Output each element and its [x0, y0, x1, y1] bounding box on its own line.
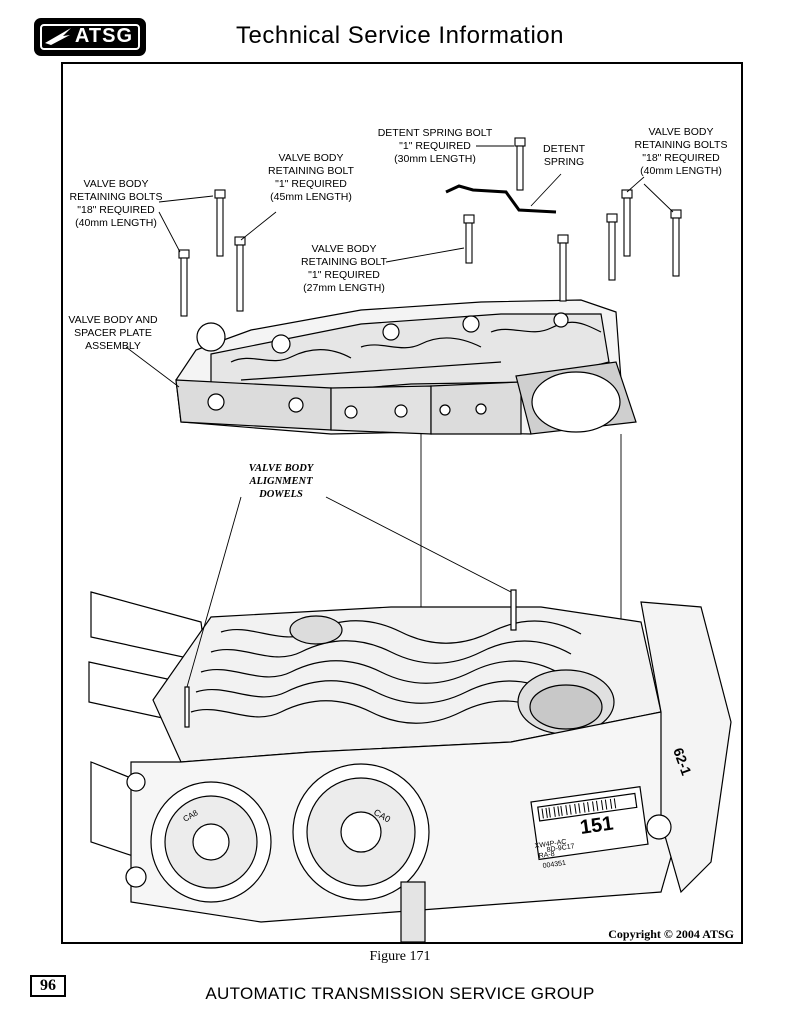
logo-border — [40, 24, 140, 50]
svg-text:VALVE BODY AND: VALVE BODY AND — [68, 314, 158, 326]
detent-spring — [445, 184, 557, 214]
svg-text:"1" REQUIRED: "1" REQUIRED — [308, 269, 380, 281]
bolt-40mm-5 — [621, 189, 633, 257]
svg-text:RETAINING BOLTS: RETAINING BOLTS — [635, 139, 728, 151]
bolt-30mm-detent — [514, 137, 526, 191]
svg-text:"1" REQUIRED: "1" REQUIRED — [399, 140, 471, 152]
page-title: Technical Service Information — [236, 22, 564, 49]
svg-text:XW4P-AC: XW4P-AC — [534, 839, 567, 850]
svg-text:DOWELS: DOWELS — [258, 489, 303, 500]
label-detent-spring: DETENT SPRING — [543, 143, 586, 168]
label-bolt-1-45mm: VALVE BODY RETAINING BOLT "1" REQUIRED (… — [268, 152, 355, 203]
bolt-40mm-6 — [670, 209, 682, 277]
svg-text:(30mm LENGTH): (30mm LENGTH) — [394, 153, 476, 165]
logo-wing-icon — [45, 28, 71, 45]
label-alignment-dowels: VALVE BODY ALIGNMENT DOWELS — [248, 463, 314, 500]
svg-text:(40mm LENGTH): (40mm LENGTH) — [640, 165, 722, 177]
transmission-case — [88, 589, 732, 943]
bolt-40mm-4 — [606, 213, 618, 281]
label-valve-body-spacer: VALVE BODY AND SPACER PLATE ASSEMBLY — [68, 314, 158, 352]
svg-text:"18" REQUIRED: "18" REQUIRED — [642, 152, 720, 164]
svg-text:DETENT SPRING BOLT: DETENT SPRING BOLT — [378, 127, 493, 139]
leader-lines-lower — [186, 496, 512, 688]
svg-text:VALVE BODY: VALVE BODY — [312, 243, 377, 255]
svg-text:(45mm LENGTH): (45mm LENGTH) — [270, 191, 352, 203]
id-tag — [530, 786, 649, 861]
svg-text:151: 151 — [579, 813, 615, 839]
svg-text:VALVE BODY: VALVE BODY — [649, 126, 714, 138]
label-detent-spring-bolt: DETENT SPRING BOLT "1" REQUIRED (30mm LE… — [378, 127, 493, 165]
bolt-27mm — [463, 214, 475, 264]
label-bolts-18-left: VALVE BODY RETAINING BOLTS "18" REQUIRED… — [70, 178, 163, 229]
copyright-notice: Copyright © 2004 ATSG — [608, 927, 734, 941]
figure-caption: Figure 171 — [369, 949, 431, 964]
svg-text:DETENT: DETENT — [543, 143, 586, 155]
svg-text:"18" REQUIRED: "18" REQUIRED — [77, 204, 155, 216]
svg-text:VALVE BODY: VALVE BODY — [84, 178, 149, 190]
bolt-40mm-3 — [557, 234, 569, 302]
alignment-dowel-right — [510, 589, 517, 631]
svg-text:RETAINING BOLTS: RETAINING BOLTS — [70, 191, 163, 203]
atsg-logo: ATSG — [34, 18, 146, 56]
svg-text:(27mm LENGTH): (27mm LENGTH) — [303, 282, 385, 294]
figure-illustration: VALVE BODY RETAINING BOLTS "18" REQUIRED… — [68, 126, 732, 943]
svg-text:SPACER PLATE: SPACER PLATE — [74, 327, 152, 339]
svg-text:(40mm LENGTH): (40mm LENGTH) — [75, 217, 157, 229]
figure-frame — [61, 62, 743, 944]
svg-text:VALVE BODY: VALVE BODY — [249, 463, 315, 474]
svg-text:RETAINING BOLT: RETAINING BOLT — [301, 256, 388, 268]
bolt-40mm-2 — [214, 189, 226, 257]
svg-text:ALIGNMENT: ALIGNMENT — [248, 476, 313, 487]
svg-text:RETAINING BOLT: RETAINING BOLT — [268, 165, 355, 177]
label-bolt-1-27mm: VALVE BODY RETAINING BOLT "1" REQUIRED (… — [301, 243, 388, 294]
alignment-dowel-left — [184, 686, 190, 728]
retaining-bolts — [178, 137, 682, 317]
valve-body-assembly — [175, 299, 637, 435]
footer-organization: AUTOMATIC TRANSMISSION SERVICE GROUP — [205, 984, 595, 1003]
svg-text:SPRING: SPRING — [544, 156, 584, 168]
svg-text:RA-8: RA-8 — [538, 851, 555, 860]
logo-text: ATSG — [74, 25, 133, 47]
bolt-40mm-1 — [178, 249, 190, 317]
bolt-45mm — [234, 236, 246, 312]
svg-text:"1" REQUIRED: "1" REQUIRED — [275, 178, 347, 190]
svg-text:004351: 004351 — [542, 860, 566, 870]
svg-text:VALVE BODY: VALVE BODY — [279, 152, 344, 164]
svg-text:8D-9C17: 8D-9C17 — [546, 843, 575, 854]
svg-text:ASSEMBLY: ASSEMBLY — [85, 340, 141, 352]
label-bolts-18-right: VALVE BODY RETAINING BOLTS "18" REQUIRED… — [635, 126, 728, 177]
page-number: 96 — [30, 975, 66, 997]
